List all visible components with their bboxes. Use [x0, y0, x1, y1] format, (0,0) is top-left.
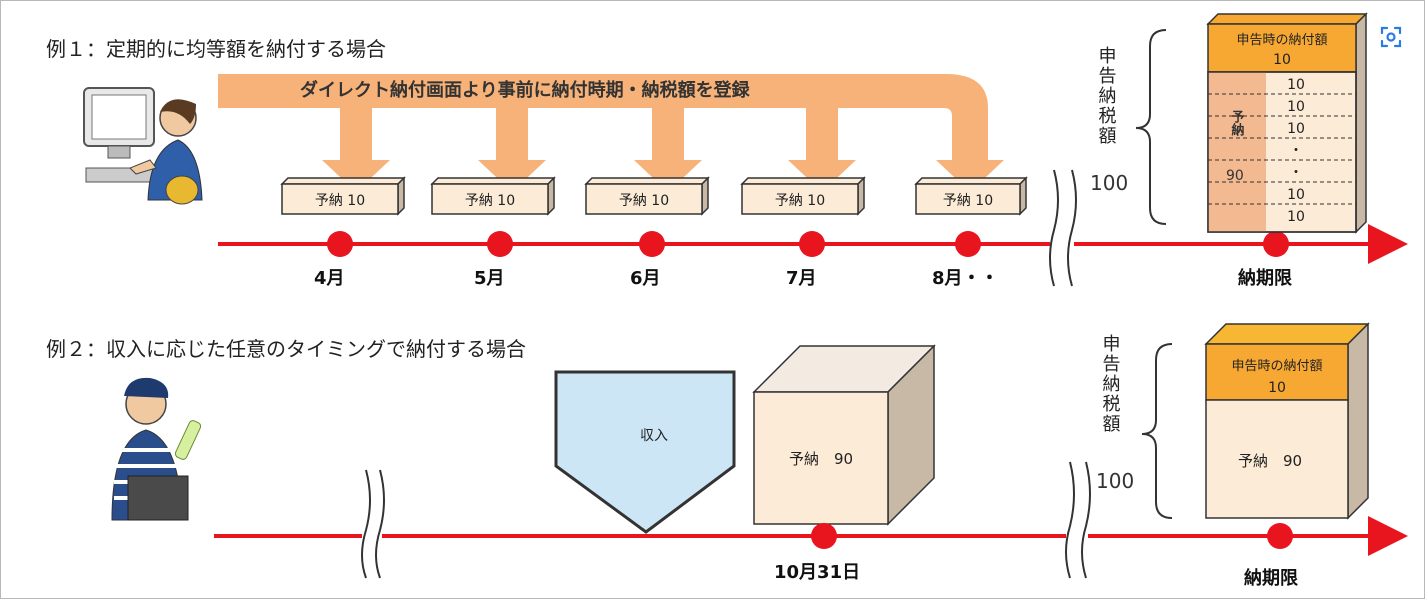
prepayment-label: 予納 90: [789, 450, 853, 468]
stack-header: 申告時の納付額: [1236, 33, 1327, 48]
month-label: 7月: [786, 268, 817, 289]
income-shape: [554, 370, 736, 534]
stack-header: 申告時の納付額: [1231, 359, 1322, 374]
timeline-dot: [799, 231, 825, 257]
svg-text:・: ・: [1289, 143, 1303, 159]
example2-title: 例２：収入に応じた任意のタイミングで納付する場合: [46, 337, 526, 361]
timeline-dot: [487, 231, 513, 257]
svg-text:予納 10: 予納 10: [619, 193, 669, 209]
prepayment-cube: 予納 90: [752, 344, 936, 526]
month-label: 5月: [474, 268, 505, 289]
payment-box: 予納 10: [914, 176, 1028, 216]
svg-text:・: ・: [1289, 165, 1303, 181]
timeline-dot: [1263, 231, 1289, 257]
svg-text:予納 90: 予納 90: [1238, 452, 1302, 470]
svg-text:予納: 予納: [1229, 110, 1245, 137]
timeline-break: [1065, 461, 1075, 579]
date-label: 10月31日: [774, 562, 860, 583]
arrow-label: ダイレクト納付画面より事前に納付時期・納税額を登録: [300, 79, 751, 101]
brace: [1135, 29, 1167, 225]
deadline-label: 納期限: [1238, 267, 1293, 289]
timeline-break: [1049, 169, 1059, 287]
timeline-dot: [955, 231, 981, 257]
svg-text:10: 10: [1287, 209, 1305, 225]
timeline-dot: [811, 523, 837, 549]
timeline-dot: [327, 231, 353, 257]
laptop-user-icon: [111, 377, 202, 521]
tax-stack: 申告時の納付額 10 10 10 10 ・ ・ 10 10 予納 90: [1206, 12, 1368, 234]
svg-text:10: 10: [1287, 121, 1305, 137]
svg-text:10: 10: [1287, 99, 1305, 115]
income-label: 収入: [640, 428, 668, 444]
tax-stack: 申告時の納付額 10 予納 90: [1204, 322, 1370, 520]
svg-text:予納 10: 予納 10: [943, 193, 993, 209]
timeline-dot: [1267, 523, 1293, 549]
timeline-dot: [639, 231, 665, 257]
tax-amount-label: 申告納税額: [1100, 334, 1121, 434]
month-label: 4月: [314, 268, 345, 289]
payment-box: 予納 10: [280, 176, 406, 216]
svg-text:10: 10: [1268, 380, 1286, 396]
svg-text:10: 10: [1287, 187, 1305, 203]
month-label: 8月・・: [932, 268, 999, 289]
tax-amount-label: 申告納税額: [1096, 46, 1117, 146]
svg-text:予納 10: 予納 10: [465, 193, 515, 209]
month-label: 6月: [630, 268, 661, 289]
example1-title: 例１：定期的に均等額を納付する場合: [46, 37, 386, 61]
svg-text:90: 90: [1226, 168, 1244, 184]
registration-arrow: [218, 74, 1004, 192]
brace: [1141, 343, 1173, 519]
total-label: 100: [1090, 171, 1128, 195]
svg-text:予納 10: 予納 10: [315, 193, 365, 209]
svg-text:予納 10: 予納 10: [775, 193, 825, 209]
total-label: 100: [1096, 469, 1134, 493]
svg-text:10: 10: [1287, 77, 1305, 93]
payment-box: 予納 10: [740, 176, 866, 216]
scan-icon[interactable]: [1380, 26, 1402, 48]
svg-text:10: 10: [1273, 52, 1291, 68]
payment-box: 予納 10: [584, 176, 710, 216]
timeline-break: [361, 469, 371, 579]
computer-user-icon: [83, 87, 203, 205]
deadline-label: 納期限: [1244, 567, 1299, 589]
payment-box: 予納 10: [430, 176, 556, 216]
